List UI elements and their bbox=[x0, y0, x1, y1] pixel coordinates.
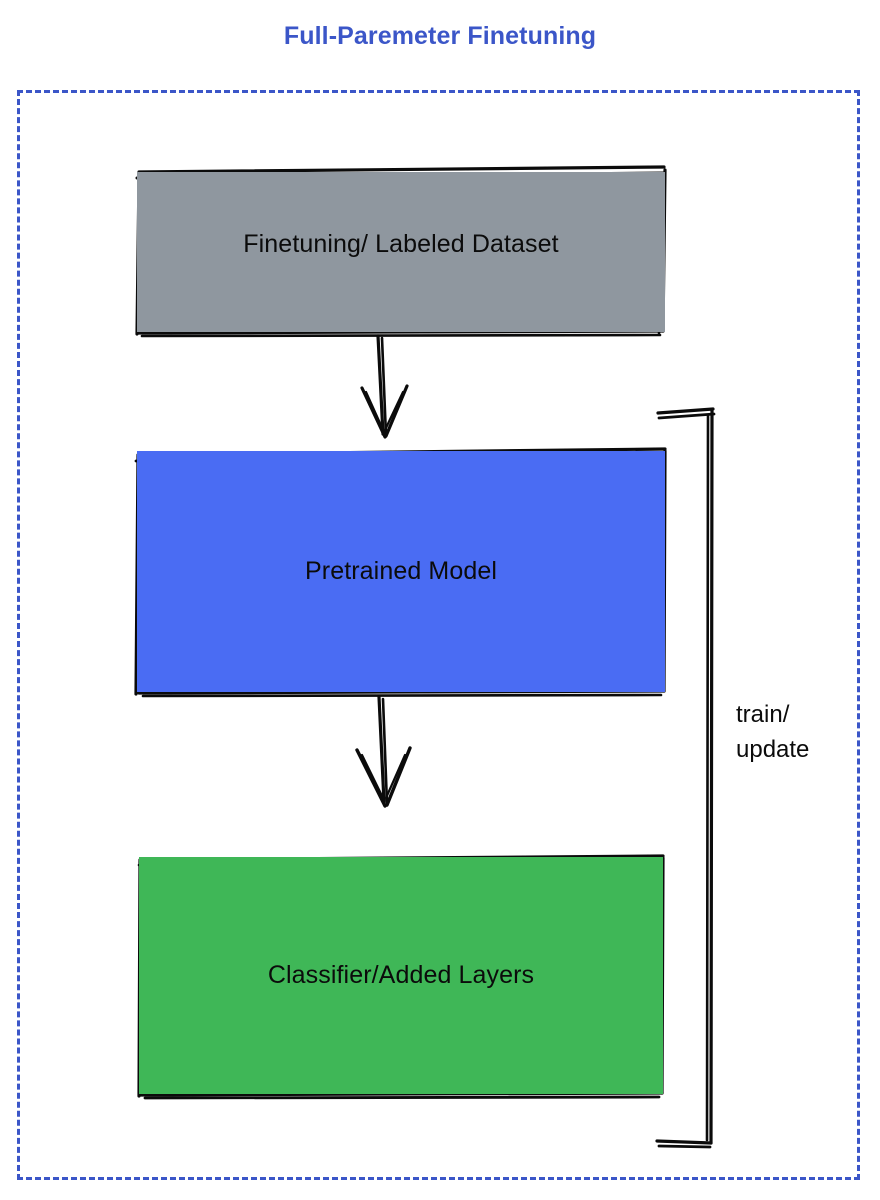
arrow-pretrained-to-classifier bbox=[355, 695, 412, 808]
node-pretrained-model[interactable]: Pretrained Model bbox=[137, 451, 665, 692]
feedback-bracket bbox=[655, 407, 716, 1149]
node-label-dataset: Finetuning/ Labeled Dataset bbox=[243, 229, 559, 258]
arrow-dataset-to-pretrained bbox=[360, 334, 409, 439]
edge-label-line-1: train/ bbox=[736, 701, 790, 728]
node-classifier-added-layers[interactable]: Classifier/Added Layers bbox=[139, 857, 663, 1094]
edge-label-line-2: update bbox=[736, 736, 810, 763]
node-label-pretrained: Pretrained Model bbox=[305, 557, 497, 585]
diagram-title: Full-Paremeter Finetuning bbox=[283, 22, 597, 50]
node-label-classifier: Classifier/Added Layers bbox=[267, 961, 535, 989]
edge-label-train-update: train/ update bbox=[736, 697, 856, 767]
node-finetuning-labeled-dataset[interactable]: Finetuning/ Labeled Dataset bbox=[137, 172, 665, 332]
